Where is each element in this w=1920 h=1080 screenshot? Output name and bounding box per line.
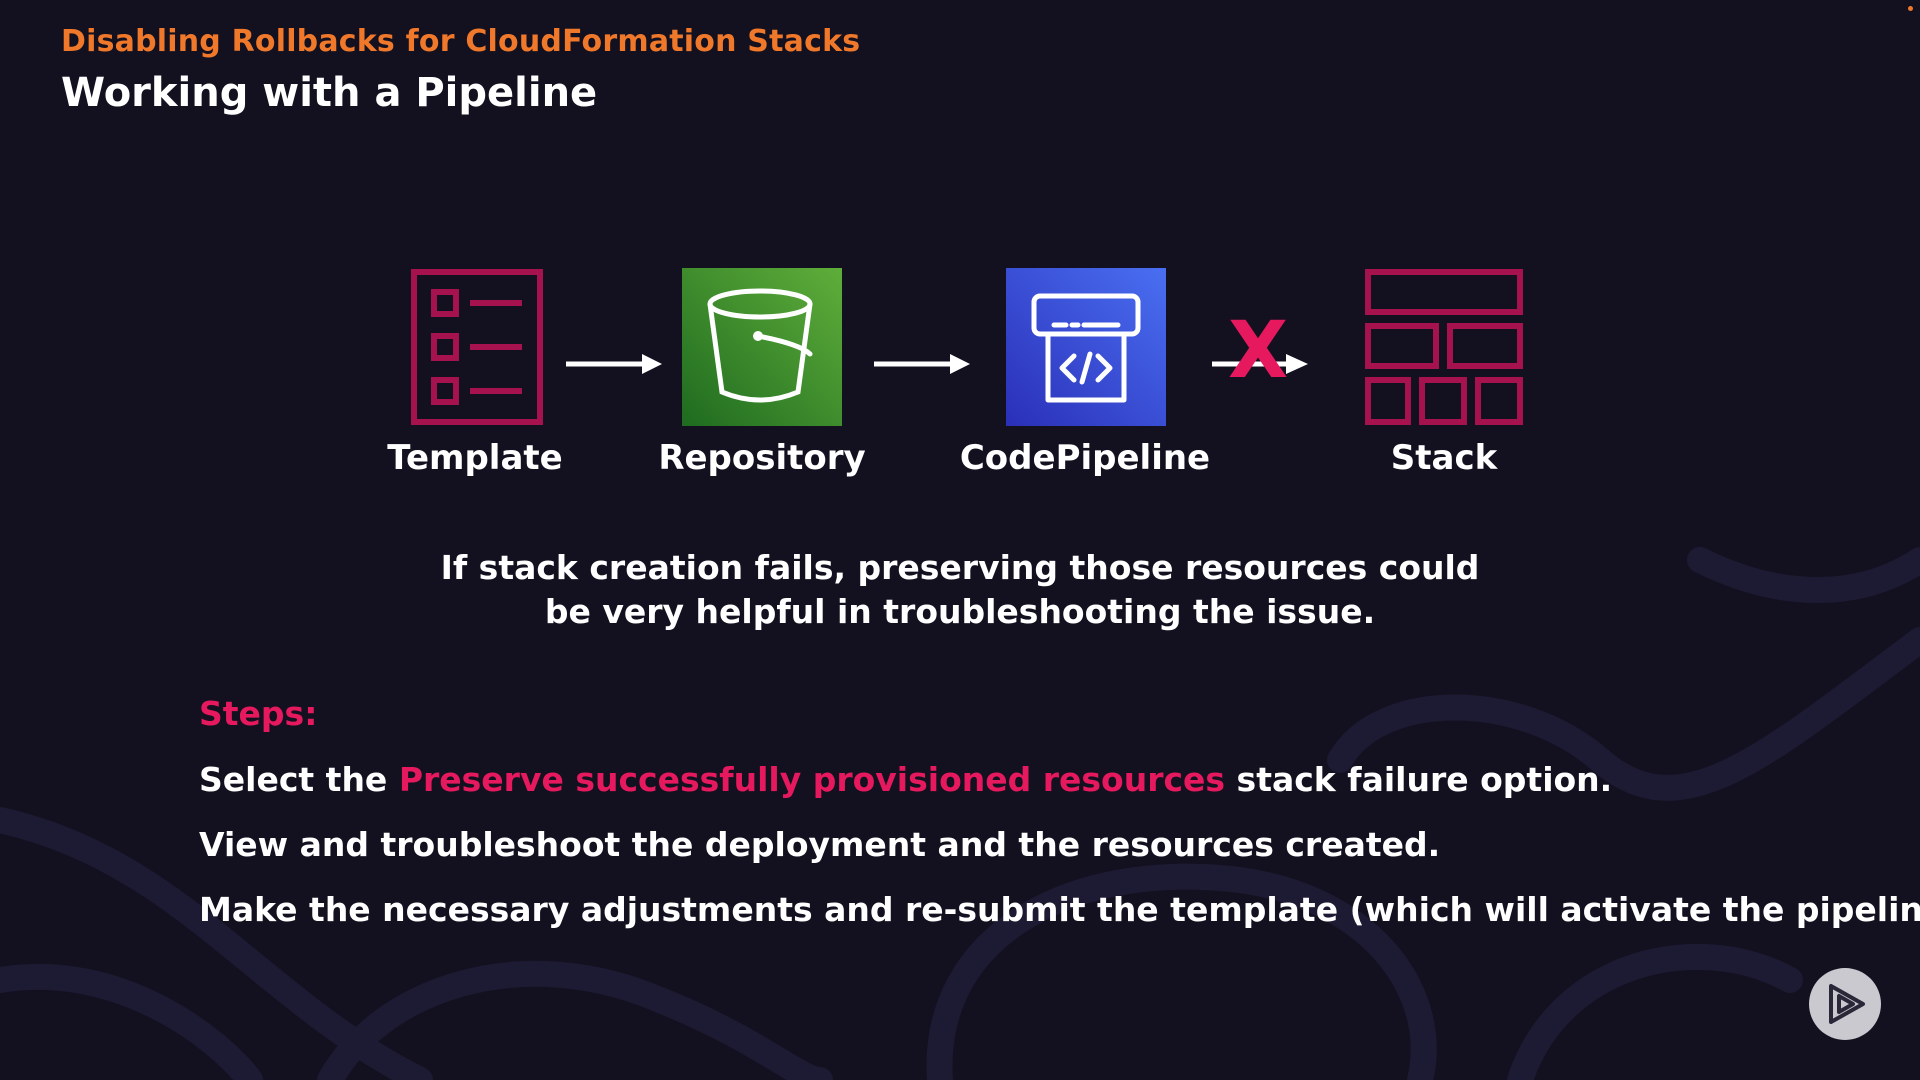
description-line-2: be very helpful in troubleshooting the i… xyxy=(544,592,1376,631)
description-line-1: If stack creation fails, preserving thos… xyxy=(440,548,1480,587)
node-label-stack: Stack xyxy=(1390,438,1498,478)
step-1: Select the Preserve successfully provisi… xyxy=(199,760,1612,799)
slide-title: Working with a Pipeline xyxy=(61,70,598,116)
failure-x-mark: X xyxy=(1228,306,1289,396)
play-logo-icon xyxy=(1829,984,1865,1024)
step-2: View and troubleshoot the deployment and… xyxy=(199,825,1441,864)
arrow-right-icon xyxy=(874,354,970,374)
arrow-right-icon xyxy=(566,354,662,374)
step-1-suffix: stack failure option. xyxy=(1225,760,1613,799)
node-label-template: Template xyxy=(387,438,563,478)
template-list-icon xyxy=(411,269,543,425)
step-3: Make the necessary adjustments and re-su… xyxy=(199,890,1920,929)
stack-grid-icon xyxy=(1365,269,1523,425)
codepipeline-icon xyxy=(1006,268,1166,426)
s3-bucket-icon xyxy=(682,268,842,426)
play-button[interactable] xyxy=(1809,968,1881,1040)
node-label-codepipeline: CodePipeline xyxy=(959,438,1211,478)
node-label-repository: Repository xyxy=(658,438,866,478)
section-eyebrow: Disabling Rollbacks for CloudFormation S… xyxy=(61,24,861,59)
description: If stack creation fails, preserving thos… xyxy=(360,546,1560,634)
step-1-highlight: Preserve successfully provisioned resour… xyxy=(398,760,1226,799)
step-1-prefix: Select the xyxy=(199,760,399,799)
corner-dot xyxy=(1908,6,1913,11)
failed-arrow-icon xyxy=(1212,354,1308,374)
steps-heading: Steps: xyxy=(199,694,318,733)
